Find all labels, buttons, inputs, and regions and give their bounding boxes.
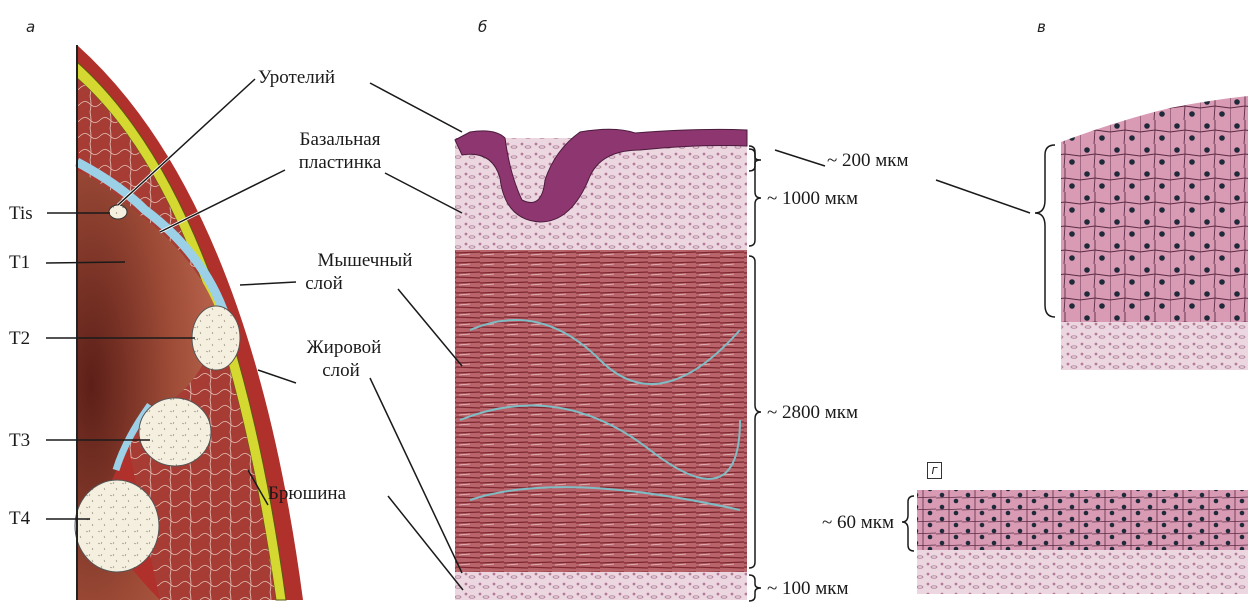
stage-label-t4: T4 (9, 508, 30, 530)
tumor-t4 (75, 480, 159, 572)
stage-label-t1: T1 (9, 252, 30, 274)
measure-200um: ~ 200 мкм (827, 150, 909, 172)
label-muscle-2: слой (295, 273, 353, 294)
panel-letter-b: б (478, 18, 487, 36)
tumor-tis (109, 205, 127, 219)
panel-letter-v: в (1037, 18, 1046, 36)
label-muscle-1: Мышечный (295, 250, 435, 271)
label-peritoneum: Брюшина (268, 483, 346, 504)
tumor-t2 (192, 306, 240, 370)
label-urothelium: Уротелий (258, 67, 335, 88)
panel-v-histology (936, 96, 1248, 370)
measure-2800um: ~ 2800 мкм (767, 402, 858, 424)
bladder-cross-section (75, 45, 303, 600)
measure-100um: ~ 100 мкм (767, 578, 849, 600)
label-basal-2: пластинка (288, 152, 392, 173)
measure-1000um: ~ 1000 мкм (767, 188, 858, 210)
histology-column (455, 129, 747, 600)
stage-label-t3: T3 (9, 430, 30, 452)
panel-letter-g: г (927, 462, 942, 479)
stage-label-t2: T2 (9, 328, 30, 350)
label-fat-1: Жировой (298, 337, 390, 358)
label-basal-1: Базальная (288, 129, 392, 150)
panel-letter-a: а (26, 18, 35, 36)
fat-layer-histology (455, 572, 747, 600)
stage-label-tis: Tis (9, 203, 33, 225)
tumor-t3 (139, 398, 211, 466)
label-fat-2: слой (312, 360, 370, 381)
panel-g-histology (902, 490, 1248, 594)
panel-b-braces (749, 146, 825, 601)
measure-60um: ~ 60 мкм (822, 512, 894, 534)
muscle-layer-histology (455, 250, 747, 572)
